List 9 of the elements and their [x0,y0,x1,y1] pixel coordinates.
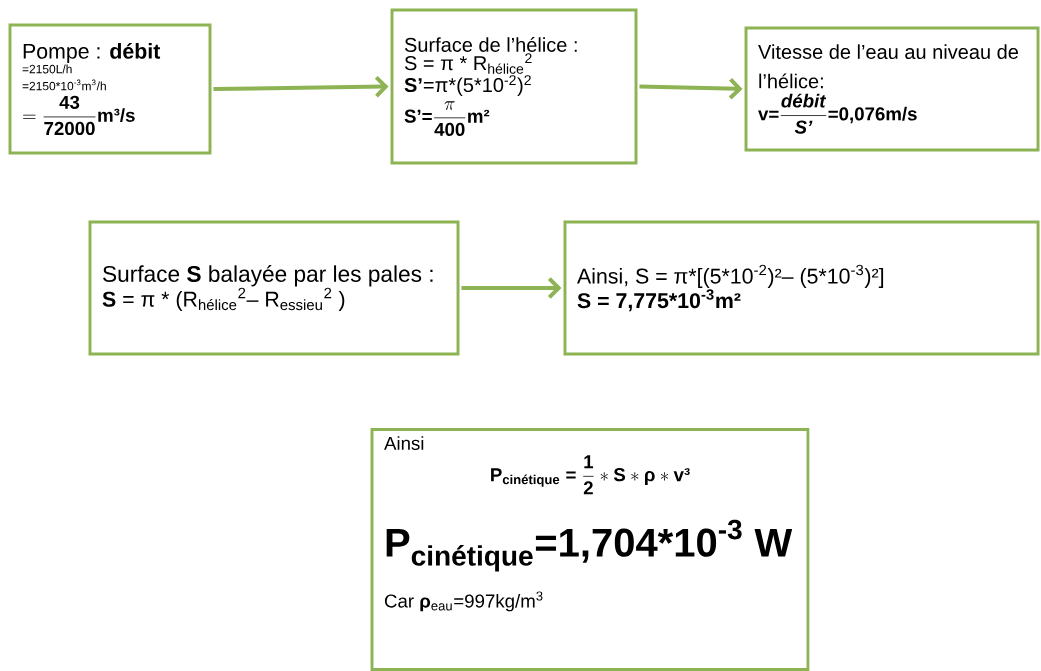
arrow [639,77,743,100]
text-box: Ainsi $\textbf{P}_{\textbf{cinétique}}\textbf{ = }\frac{\mathbf{1}}{\mathbf{2}}*\textbf{S}*\textbf{ρ}*\textbf{v³}$ $\textbf{P}_{\textbf{cinétique}}\textbf{=1,704*10}^{\textbf{-3}}\textbf{ W}$ Car ρ$_{eau}$=997kg/m$^{3}$ [370,428,810,671]
arrow [461,277,562,299]
text-box: Vitesse de l’eau au niveau de l’hélice: $\textbf{v=}\frac{\textbf{\textit{débit}}}{\textbf{\textit{S’}}}\textbf{=0,076m/s}$ [744,26,1040,152]
arrow [213,75,389,98]
text-box: Surface S balayée par les pales : S = π * (R$_{hélice}$$^{2}$– R$_{essieu}$$^{2}$ ) [88,220,460,356]
text-box: Surface de l’hélice : S = π * R$_{hélice}$2 S’=π*(5*10$^{-2}$)$^{2}$ $\textbf{S’=}\frac{\pi}{\mathbf{400}}\textbf{m²}$ [390,8,638,165]
text-box: Pompe : débit =2150L/h =2150*10$^{-3}$m$^{3}$/h $=\frac{\mathbf{43}}{\mathbf{72000}}\textbf{m³/s}$ [8,23,212,155]
text-box: Ainsi, S = π*[(5*10$^{-2}$)²– (5*10$^{-3}$)²] S = 7,775*10$^{-3}$m² [563,220,1040,356]
